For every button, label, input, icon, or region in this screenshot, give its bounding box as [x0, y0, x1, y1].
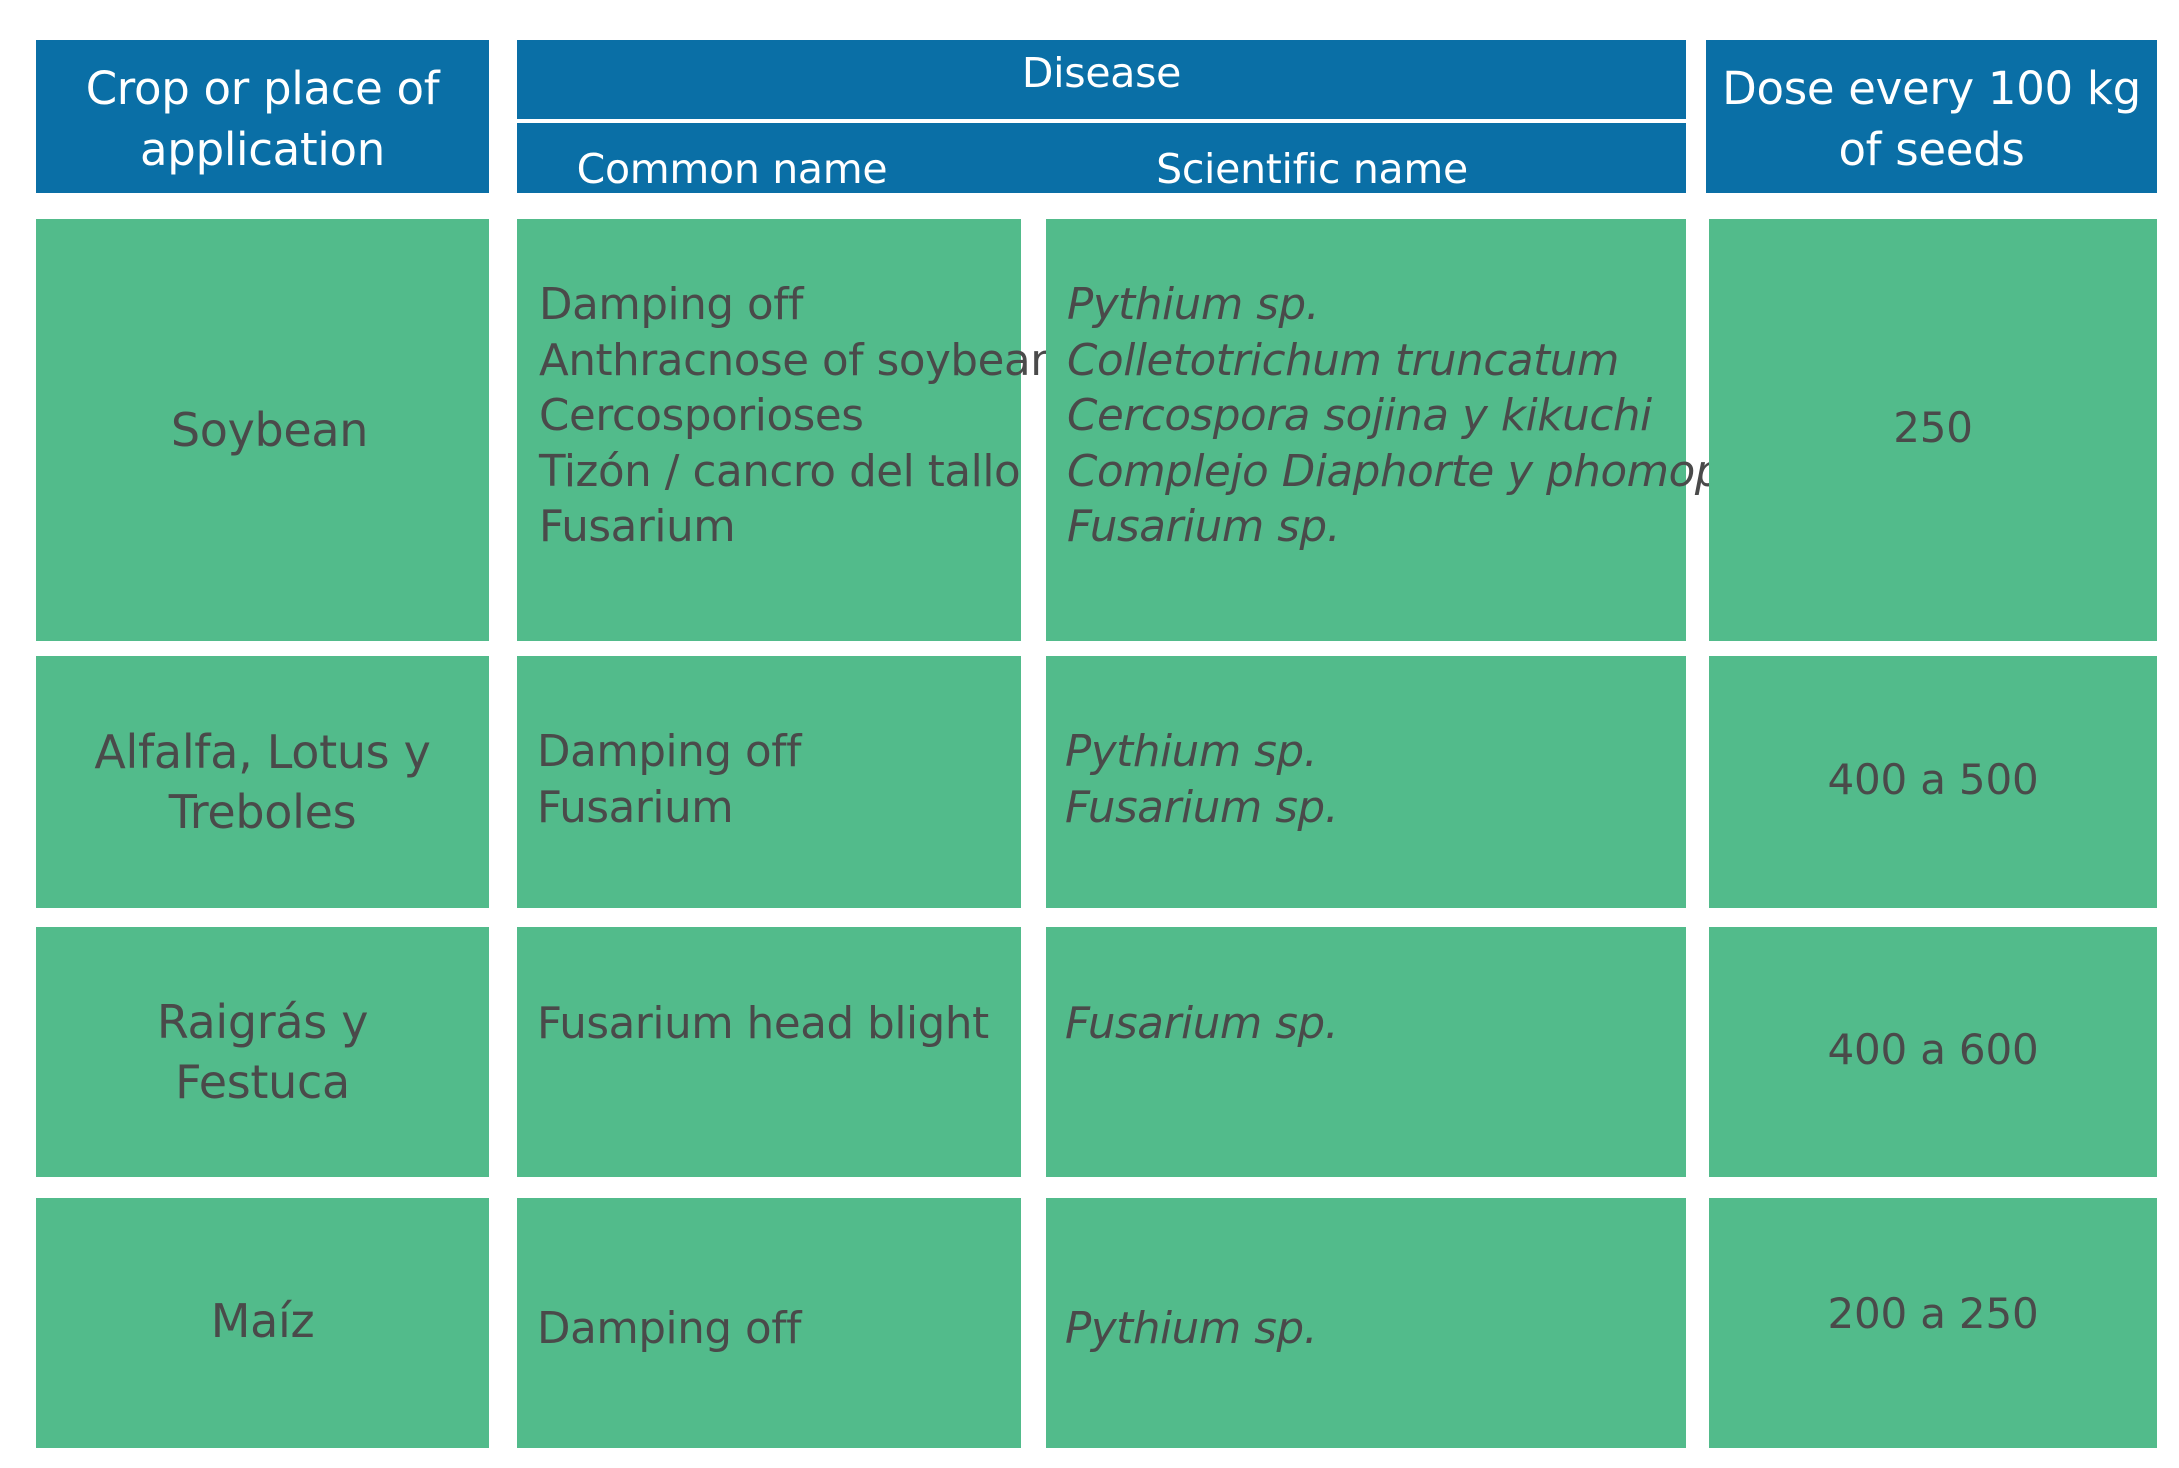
common-name-item: Damping off — [537, 1304, 802, 1354]
header-disease-divider — [517, 119, 1686, 123]
common-name-item: Damping off — [537, 727, 802, 777]
header-common-name: Common name — [576, 145, 888, 193]
crop-name-line: Treboles — [168, 785, 357, 839]
common-name-list: Damping off Fusarium — [537, 725, 1011, 836]
table-row-1-scientific-cell: Pythium sp. Colletotrichum truncatum Cer… — [1046, 219, 1779, 641]
common-name-item: Cercosporioses — [539, 391, 864, 441]
table-row-4-crop-cell: Maíz — [36, 1198, 489, 1448]
table-row-2-scientific-cell: Pythium sp. Fusarium sp. — [1046, 656, 1686, 908]
table-row-3-crop-cell: Raigrás y Festuca — [36, 927, 489, 1177]
table-row-1-dose-cell: 250 — [1709, 219, 2157, 641]
header-disease-title: Disease — [1021, 49, 1182, 97]
table-row-1-crop-cell: Soybean — [36, 219, 489, 641]
scientific-name-item: Pythium sp. — [1065, 727, 1318, 777]
scientific-name-item: Fusarium sp. — [1065, 782, 1339, 833]
scientific-name-item: Pythium sp. — [1067, 280, 1320, 330]
table-row-1-common-cell: Damping off Anthracnose of soybean Cerco… — [517, 219, 1058, 641]
table-row-3-scientific-cell: Fusarium sp. — [1046, 927, 1686, 1177]
dose-value: 200 a 250 — [1827, 1289, 2039, 1338]
scientific-name-item: Colletotrichum truncatum — [1067, 335, 1619, 386]
header-dose-line-2: of seeds — [1838, 123, 2025, 176]
dose-value: 400 a 600 — [1827, 1025, 2039, 1074]
common-name-item: Tizón / cancro del tallo — [539, 446, 1021, 497]
header-dose-line-1: Dose every 100 kg — [1722, 62, 2141, 115]
crop-name: Soybean — [157, 400, 369, 460]
common-name-item: Anthracnose of soybean — [539, 335, 1058, 386]
scientific-name-list: Pythium sp. — [1065, 1302, 1676, 1358]
crop-name-line: Maíz — [210, 1294, 315, 1348]
common-name-list: Damping off Anthracnose of soybean Cerco… — [539, 278, 1058, 556]
table-row-3-dose-cell: 400 a 600 — [1709, 927, 2157, 1177]
common-name-list: Fusarium head blight — [537, 997, 1011, 1053]
common-name-item: Fusarium — [539, 502, 736, 552]
crop-name-line: Raigrás y Festuca — [156, 995, 369, 1109]
crop-name: Raigrás y Festuca — [64, 992, 461, 1112]
common-name-list: Damping off — [537, 1302, 1011, 1358]
table-row-4-scientific-cell: Pythium sp. — [1046, 1198, 1686, 1448]
scientific-name-list: Pythium sp. Fusarium sp. — [1065, 725, 1676, 836]
dose-value: 250 — [1893, 403, 1973, 452]
header-scientific-name: Scientific name — [1156, 145, 1468, 193]
scientific-name-item: Complejo Diaphorte y phomopsis — [1067, 446, 1779, 497]
common-name-item: Fusarium — [537, 782, 734, 833]
table-row-3-common-cell: Fusarium head blight — [517, 927, 1021, 1177]
common-name-item: Fusarium head blight — [537, 999, 989, 1049]
crop-name: Maíz — [211, 1294, 315, 1351]
scientific-name-list: Pythium sp. Colletotrichum truncatum Cer… — [1067, 278, 1779, 556]
common-name-item: Damping off — [539, 280, 804, 330]
crop-name: Alfalfa, Lotus y Treboles — [94, 722, 431, 842]
scientific-name-list: Fusarium sp. — [1065, 997, 1676, 1053]
header-crop-line-1: Crop or place of — [85, 62, 440, 115]
header-crop-cell: Crop or place of application — [36, 40, 489, 193]
header-dose-cell: Dose every 100 kg of seeds — [1706, 40, 2157, 193]
header-crop-line-2: application — [140, 123, 385, 176]
crop-name-line: Soybean — [170, 403, 369, 457]
table-row-2-dose-cell: 400 a 500 — [1709, 656, 2157, 908]
header-disease-cell: Disease Common name Scientific name — [517, 40, 1686, 193]
scientific-name-item: Cercospora sojina y kikuchi — [1067, 391, 1652, 441]
crop-name-line: Alfalfa, Lotus y — [94, 725, 431, 779]
dose-value: 400 a 500 — [1827, 755, 2039, 804]
table-row-4-common-cell: Damping off — [517, 1198, 1021, 1448]
table-row-2-common-cell: Damping off Fusarium — [517, 656, 1021, 908]
table-row-2-crop-cell: Alfalfa, Lotus y Treboles — [36, 656, 489, 908]
scientific-name-item: Fusarium sp. — [1065, 999, 1339, 1049]
scientific-name-item: Pythium sp. — [1065, 1304, 1318, 1354]
table-row-4-dose-cell: 200 a 250 — [1709, 1198, 2157, 1448]
scientific-name-item: Fusarium sp. — [1067, 502, 1341, 552]
